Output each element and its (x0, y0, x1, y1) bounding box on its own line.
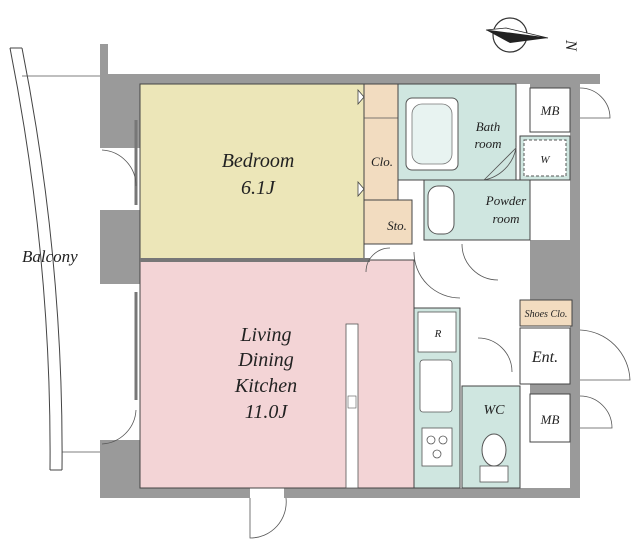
powder-label-line1: Powder (485, 193, 527, 208)
hallway-doors (101, 149, 513, 539)
shoes-closet-label: Shoes Clo. (525, 309, 568, 320)
entrance-label: Ent. (531, 349, 558, 366)
bedroom-name: Bedroom (222, 150, 295, 172)
bedroom: Bedroom 6.1J (134, 83, 365, 261)
exterior-walls (100, 44, 600, 498)
fridge (417, 311, 457, 353)
powder-label-line2: room (493, 211, 520, 226)
mb-bottom: MB (529, 393, 613, 443)
mb-top-label: MB (540, 103, 560, 118)
mb-top: MB (529, 87, 611, 133)
balcony: Balcony (9, 47, 100, 471)
powder-room: Powder room (423, 179, 531, 241)
storage-label: Sto. (387, 218, 407, 233)
bath-label-line1: Bath (476, 119, 501, 134)
bath-room: Bath room (397, 83, 517, 181)
compass-needle-icon (486, 30, 548, 43)
compass-north-label: N (562, 39, 579, 52)
storage: Sto. (363, 199, 413, 245)
wc: WC (461, 385, 521, 489)
bathtub-icon (411, 103, 453, 165)
ldk: Living Dining Kitchen 11.0J (134, 258, 415, 489)
washbasin-icon (427, 185, 455, 235)
ldk-label-line1: Living (239, 324, 291, 346)
closet-label: Clo. (371, 154, 393, 169)
toilet-icon (481, 433, 507, 467)
kitchen-counter: R (413, 307, 461, 489)
ldk-label-line3: Kitchen (234, 375, 297, 397)
balcony-label: Balcony (22, 247, 78, 266)
ldk-label-line2: Dining (237, 349, 294, 371)
washer-space: W (519, 135, 571, 181)
ldk-size: 11.0J (245, 401, 289, 423)
washer-label: W (540, 154, 550, 166)
stove-icon (421, 427, 453, 467)
bedroom-size: 6.1J (241, 177, 276, 199)
front-door (579, 329, 631, 381)
bath-label-line2: room (475, 136, 502, 151)
entrance: Shoes Clo. Ent. (519, 299, 631, 385)
compass: N (485, 17, 579, 53)
fridge-label: R (434, 328, 442, 340)
sink-icon (419, 359, 453, 413)
mb-bottom-label: MB (540, 412, 560, 427)
closet: Clo. (357, 83, 399, 201)
wc-label: WC (484, 403, 506, 418)
